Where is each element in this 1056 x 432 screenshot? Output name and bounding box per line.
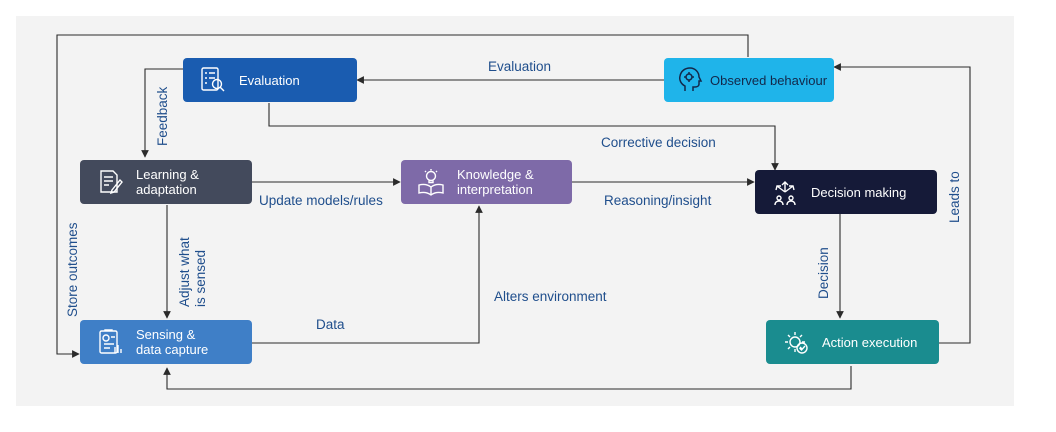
node-label: Knowledge & interpretation bbox=[457, 167, 534, 197]
edge-label-corrective-decision: Corrective decision bbox=[601, 135, 716, 150]
book-lightbulb-icon bbox=[418, 169, 444, 196]
document-pen-icon bbox=[100, 170, 123, 195]
node-label: Action execution bbox=[822, 334, 918, 350]
node-evaluation[interactable]: Evaluation bbox=[183, 58, 357, 102]
edge-action-to-sensing bbox=[163, 366, 852, 390]
edge-label-adjust-sensed: Adjust what is sensed bbox=[177, 237, 208, 307]
edge-label-alters-environment: Alters environment bbox=[494, 289, 607, 304]
node-label: Evaluation bbox=[239, 72, 300, 88]
node-label: Learning & adaptation bbox=[136, 167, 199, 197]
edge-label-reasoning: Reasoning/insight bbox=[604, 193, 712, 208]
node-label: Observed behaviour bbox=[710, 72, 828, 88]
edge-action-to-observed bbox=[833, 63, 971, 344]
edge-label-feedback: Feedback bbox=[155, 86, 170, 146]
head-gears-icon bbox=[679, 67, 703, 91]
branching-arrows-icon bbox=[774, 181, 796, 206]
node-action-execution[interactable]: Action execution bbox=[766, 320, 939, 364]
edge-label-store-outcomes: Store outcomes bbox=[65, 222, 80, 317]
gear-check-icon bbox=[785, 332, 808, 354]
node-sensing-data-capture[interactable]: Sensing & data capture bbox=[80, 320, 252, 364]
edge-label-data: Data bbox=[316, 317, 345, 332]
checklist-magnifier-icon bbox=[201, 67, 225, 92]
node-label: Decision making bbox=[811, 184, 907, 200]
node-label: Sensing & data capture bbox=[136, 327, 209, 357]
node-learning-adaptation[interactable]: Learning & adaptation bbox=[80, 160, 252, 204]
edge-label-update-models: Update models/rules bbox=[259, 193, 383, 208]
edge-sensing-to-knowledge bbox=[252, 205, 483, 344]
node-observed-behaviour[interactable]: Observed behaviour bbox=[664, 58, 834, 102]
node-knowledge-interpretation[interactable]: Knowledge & interpretation bbox=[401, 160, 572, 204]
edge-observed-to-sensing bbox=[56, 34, 749, 358]
edge-label-evaluation: Evaluation bbox=[488, 59, 552, 74]
edge-evaluation-to-learning bbox=[141, 68, 183, 158]
sensor-clipboard-icon bbox=[99, 329, 122, 354]
edge-evaluation-to-decision bbox=[268, 103, 779, 171]
edge-label-decision: Decision bbox=[816, 247, 831, 299]
node-decision-making[interactable]: Decision making bbox=[755, 170, 937, 214]
edge-label-leads-to: Leads to bbox=[947, 171, 962, 223]
